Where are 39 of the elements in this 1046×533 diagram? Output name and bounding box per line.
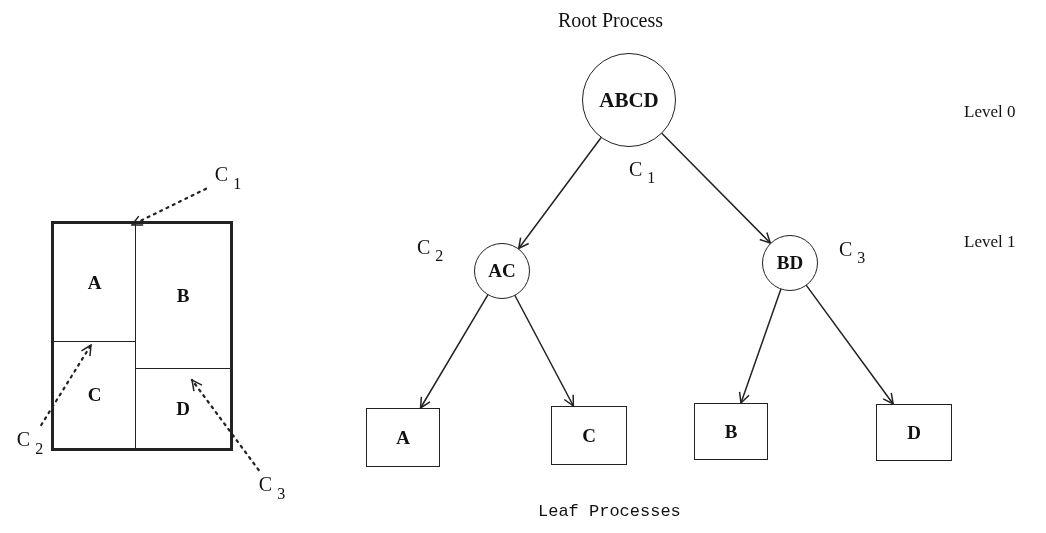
node-label: D: [176, 397, 190, 420]
partition-region: [135, 368, 231, 449]
caption-text: C$_{3}$: [839, 238, 866, 268]
arrow: [517, 137, 602, 250]
leaf-process-box: [876, 404, 952, 461]
node-label: D: [907, 421, 921, 444]
arrow: [805, 284, 894, 405]
node-label: BD: [776, 252, 804, 274]
level-label: Level 1: [964, 232, 1016, 252]
node-label: A: [87, 271, 102, 294]
caption-text: Root Process: [558, 9, 663, 32]
cut-label-text: C$_{1}$: [214, 163, 242, 193]
node-label: A: [396, 426, 410, 449]
node-label: C: [582, 424, 596, 447]
arrow: [419, 294, 489, 409]
node-label: B: [724, 420, 738, 443]
node-label: B: [176, 285, 190, 307]
dotted-arrow: [130, 187, 208, 227]
dotted-arrow: [40, 343, 93, 427]
cut-label-text: C$_{3}$: [258, 473, 286, 503]
leaf-process-box: [551, 406, 627, 465]
node-label: C: [87, 384, 102, 406]
node-label: AC: [488, 260, 516, 282]
caption-text: C$_{1}$: [629, 158, 656, 188]
node-label: ABCD: [599, 87, 659, 113]
arrow: [738, 288, 782, 404]
partition-region: [53, 341, 136, 449]
caption-text: Leaf Processes: [538, 502, 681, 521]
partition-region: [135, 223, 231, 369]
cut-label-text: C$_{2}$: [16, 428, 44, 458]
leaf-process-box: [694, 403, 768, 460]
level-label: Level 0: [964, 102, 1016, 122]
leaf-process-box: [366, 408, 440, 467]
arrow: [661, 132, 772, 244]
arrow: [514, 295, 575, 407]
partition-rectangle: [51, 221, 233, 451]
dotted-arrow: [190, 378, 260, 472]
caption-text: C$_{2}$: [417, 236, 444, 266]
partition-region: [53, 223, 136, 342]
